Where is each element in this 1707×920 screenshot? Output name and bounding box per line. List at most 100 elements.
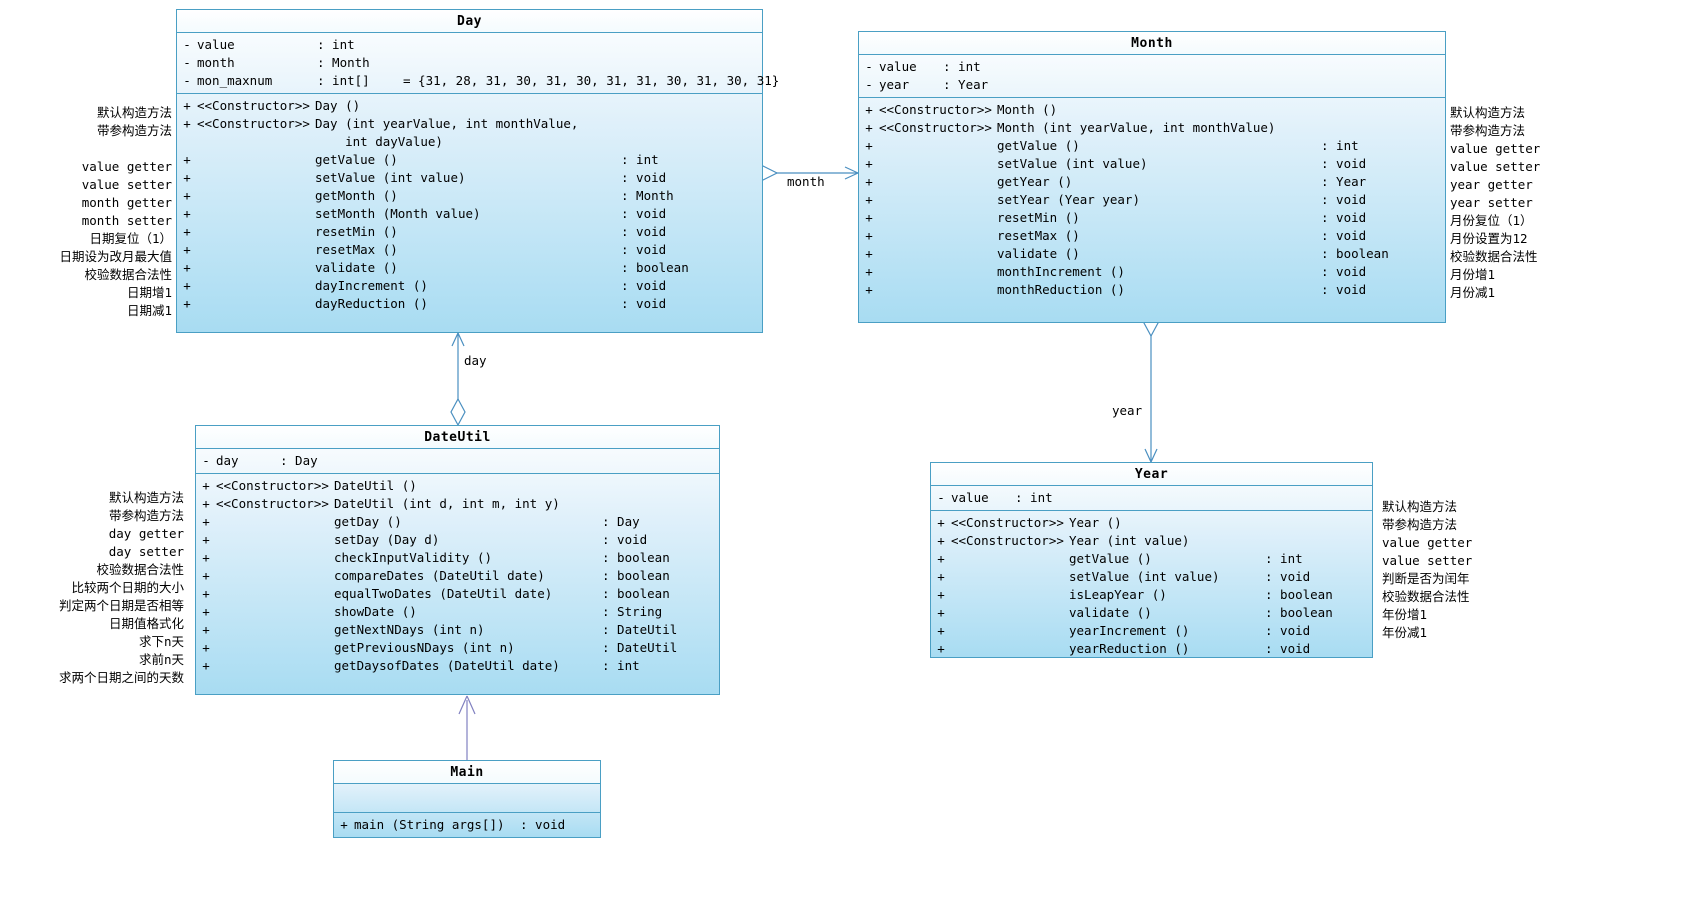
annotation-line: 求两个日期之间的天数: [58, 670, 184, 685]
operation-return-type: : void: [621, 242, 667, 257]
operation-signature: dayReduction (): [315, 296, 428, 311]
visibility-marker: [177, 133, 197, 151]
operation-signature: setValue (int value): [315, 170, 466, 185]
operation-row: int dayValue): [177, 133, 762, 151]
operation-row: +getMonth (): Month: [177, 187, 762, 205]
operation-return-type: : String: [602, 604, 663, 619]
operation-row: +dayIncrement (): void: [177, 277, 762, 295]
annotation-line: 求前n天: [138, 652, 184, 667]
annotation-line: value getter: [1450, 141, 1541, 156]
annotation-line: 月份减1: [1450, 285, 1496, 300]
operation-row: +validate (): boolean: [859, 245, 1445, 263]
visibility-marker: +: [183, 260, 191, 275]
annotation-line: 日期减1: [126, 303, 172, 318]
operation-row: +dayReduction (): void: [177, 295, 762, 313]
operation-return-type: : void: [621, 224, 667, 239]
annotation-line: value setter: [81, 177, 172, 192]
operation-return-type: : boolean: [621, 260, 689, 275]
operation-row: +isLeapYear (): boolean: [931, 586, 1372, 604]
operation-signature: setMonth (Month value): [315, 206, 481, 221]
operation-return-type: : void: [1265, 641, 1311, 656]
operation-row: +<<Constructor>>Day (int yearValue, int …: [177, 115, 762, 133]
operation-return-type: : boolean: [1321, 246, 1389, 261]
annotation-line: month setter: [81, 213, 172, 228]
visibility-marker: +: [202, 496, 210, 511]
operation-row: +<<Constructor>>Year (): [931, 514, 1372, 532]
operation-row: +setYear (Year year): void: [859, 191, 1445, 209]
visibility-marker: +: [202, 478, 210, 493]
class-operations-day: +<<Constructor>>Day ()+<<Constructor>>Da…: [177, 94, 762, 316]
operation-signature: getValue (): [1069, 551, 1152, 566]
operation-return-type: : DateUtil: [602, 622, 678, 637]
operation-row: +getDaysofDates (DateUtil date): int: [196, 657, 719, 675]
visibility-marker: +: [865, 120, 873, 135]
operation-row: +getPreviousNDays (int n): DateUtil: [196, 639, 719, 657]
operation-row: +setMonth (Month value): void: [177, 205, 762, 223]
operation-row: +yearReduction (): void: [931, 640, 1372, 658]
annotation-line: month getter: [81, 195, 172, 210]
operation-row: +resetMax (): void: [859, 227, 1445, 245]
operation-return-type: : void: [1321, 282, 1367, 297]
attribute-type: : Year: [943, 77, 989, 92]
operation-signature: checkInputValidity (): [334, 550, 493, 565]
attribute-row: -value: int: [177, 36, 762, 54]
operation-signature: setYear (Year year): [997, 192, 1140, 207]
operation-signature: Year (): [1069, 515, 1122, 530]
operation-row: +resetMax (): void: [177, 241, 762, 259]
operation-signature: getPreviousNDays (int n): [334, 640, 515, 655]
visibility-marker: +: [865, 102, 873, 117]
annotation-line: value setter: [1450, 159, 1541, 174]
operation-return-type: : Year: [1321, 174, 1367, 189]
operation-signature: equalTwoDates (DateUtil date): [334, 586, 553, 601]
operation-signature: isLeapYear (): [1069, 587, 1167, 602]
visibility-marker: +: [202, 586, 210, 601]
annotation-line: 默认构造方法: [108, 490, 184, 505]
annotation-line: 校验数据合法性: [1382, 589, 1470, 604]
class-title-month: Month: [859, 32, 1445, 55]
operation-row: +getValue (): int: [177, 151, 762, 169]
visibility-marker: +: [937, 605, 945, 620]
class-box-day[interactable]: Day -value: int-month: Month-mon_maxnum:…: [176, 9, 779, 333]
operation-signature: Day (): [315, 98, 361, 113]
class-operations-dateutil: +<<Constructor>>DateUtil ()+<<Constructo…: [196, 474, 719, 678]
visibility-marker: +: [202, 658, 210, 673]
attribute-name: month: [197, 55, 235, 70]
annotation-line: 月份复位（1）: [1450, 213, 1533, 228]
operation-row: +getValue (): int: [859, 137, 1445, 155]
operation-return-type: : int: [621, 152, 659, 167]
visibility-marker: +: [183, 98, 191, 113]
visibility-marker: +: [183, 224, 191, 239]
operation-return-type: : Day: [602, 514, 640, 529]
operation-return-type: : void: [1321, 264, 1367, 279]
class-attributes-main: [334, 784, 600, 813]
class-box-month[interactable]: Month -value: int-year: Year +<<Construc…: [858, 31, 1446, 323]
operation-return-type: : void: [1265, 569, 1311, 584]
operation-return-type: : boolean: [1265, 605, 1333, 620]
edge-label-year: year: [1110, 403, 1145, 418]
operation-row: +<<Constructor>>Month (int yearValue, in…: [859, 119, 1445, 137]
operation-signature: getDay (): [334, 514, 402, 529]
annotation-line: value setter: [1382, 553, 1473, 568]
annotation-line: 带参构造方法: [96, 123, 172, 138]
visibility-marker: +: [865, 156, 873, 171]
operation-signature: validate (): [997, 246, 1080, 261]
visibility-marker: -: [202, 453, 210, 468]
class-box-main[interactable]: Main +main (String args[]): void: [333, 760, 601, 838]
visibility-marker: +: [202, 640, 210, 655]
operation-return-type: : boolean: [602, 568, 670, 583]
attribute-name: value: [879, 59, 917, 74]
visibility-marker: +: [183, 188, 191, 203]
operation-row: +getYear (): Year: [859, 173, 1445, 191]
visibility-marker: +: [183, 152, 191, 167]
operation-signature: monthReduction (): [997, 282, 1125, 297]
operation-return-type: : int: [1321, 138, 1359, 153]
operation-signature: main (String args[]): [354, 817, 505, 832]
visibility-marker: +: [183, 242, 191, 257]
class-box-year[interactable]: Year -value: int +<<Constructor>>Year ()…: [930, 462, 1373, 658]
attribute-name: mon_maxnum: [197, 73, 273, 88]
visibility-marker: +: [183, 206, 191, 221]
annotation-line: 日期复位（1）: [89, 231, 172, 246]
class-box-dateutil[interactable]: DateUtil -day: Day +<<Constructor>>DateU…: [195, 425, 720, 695]
visibility-marker: +: [183, 278, 191, 293]
